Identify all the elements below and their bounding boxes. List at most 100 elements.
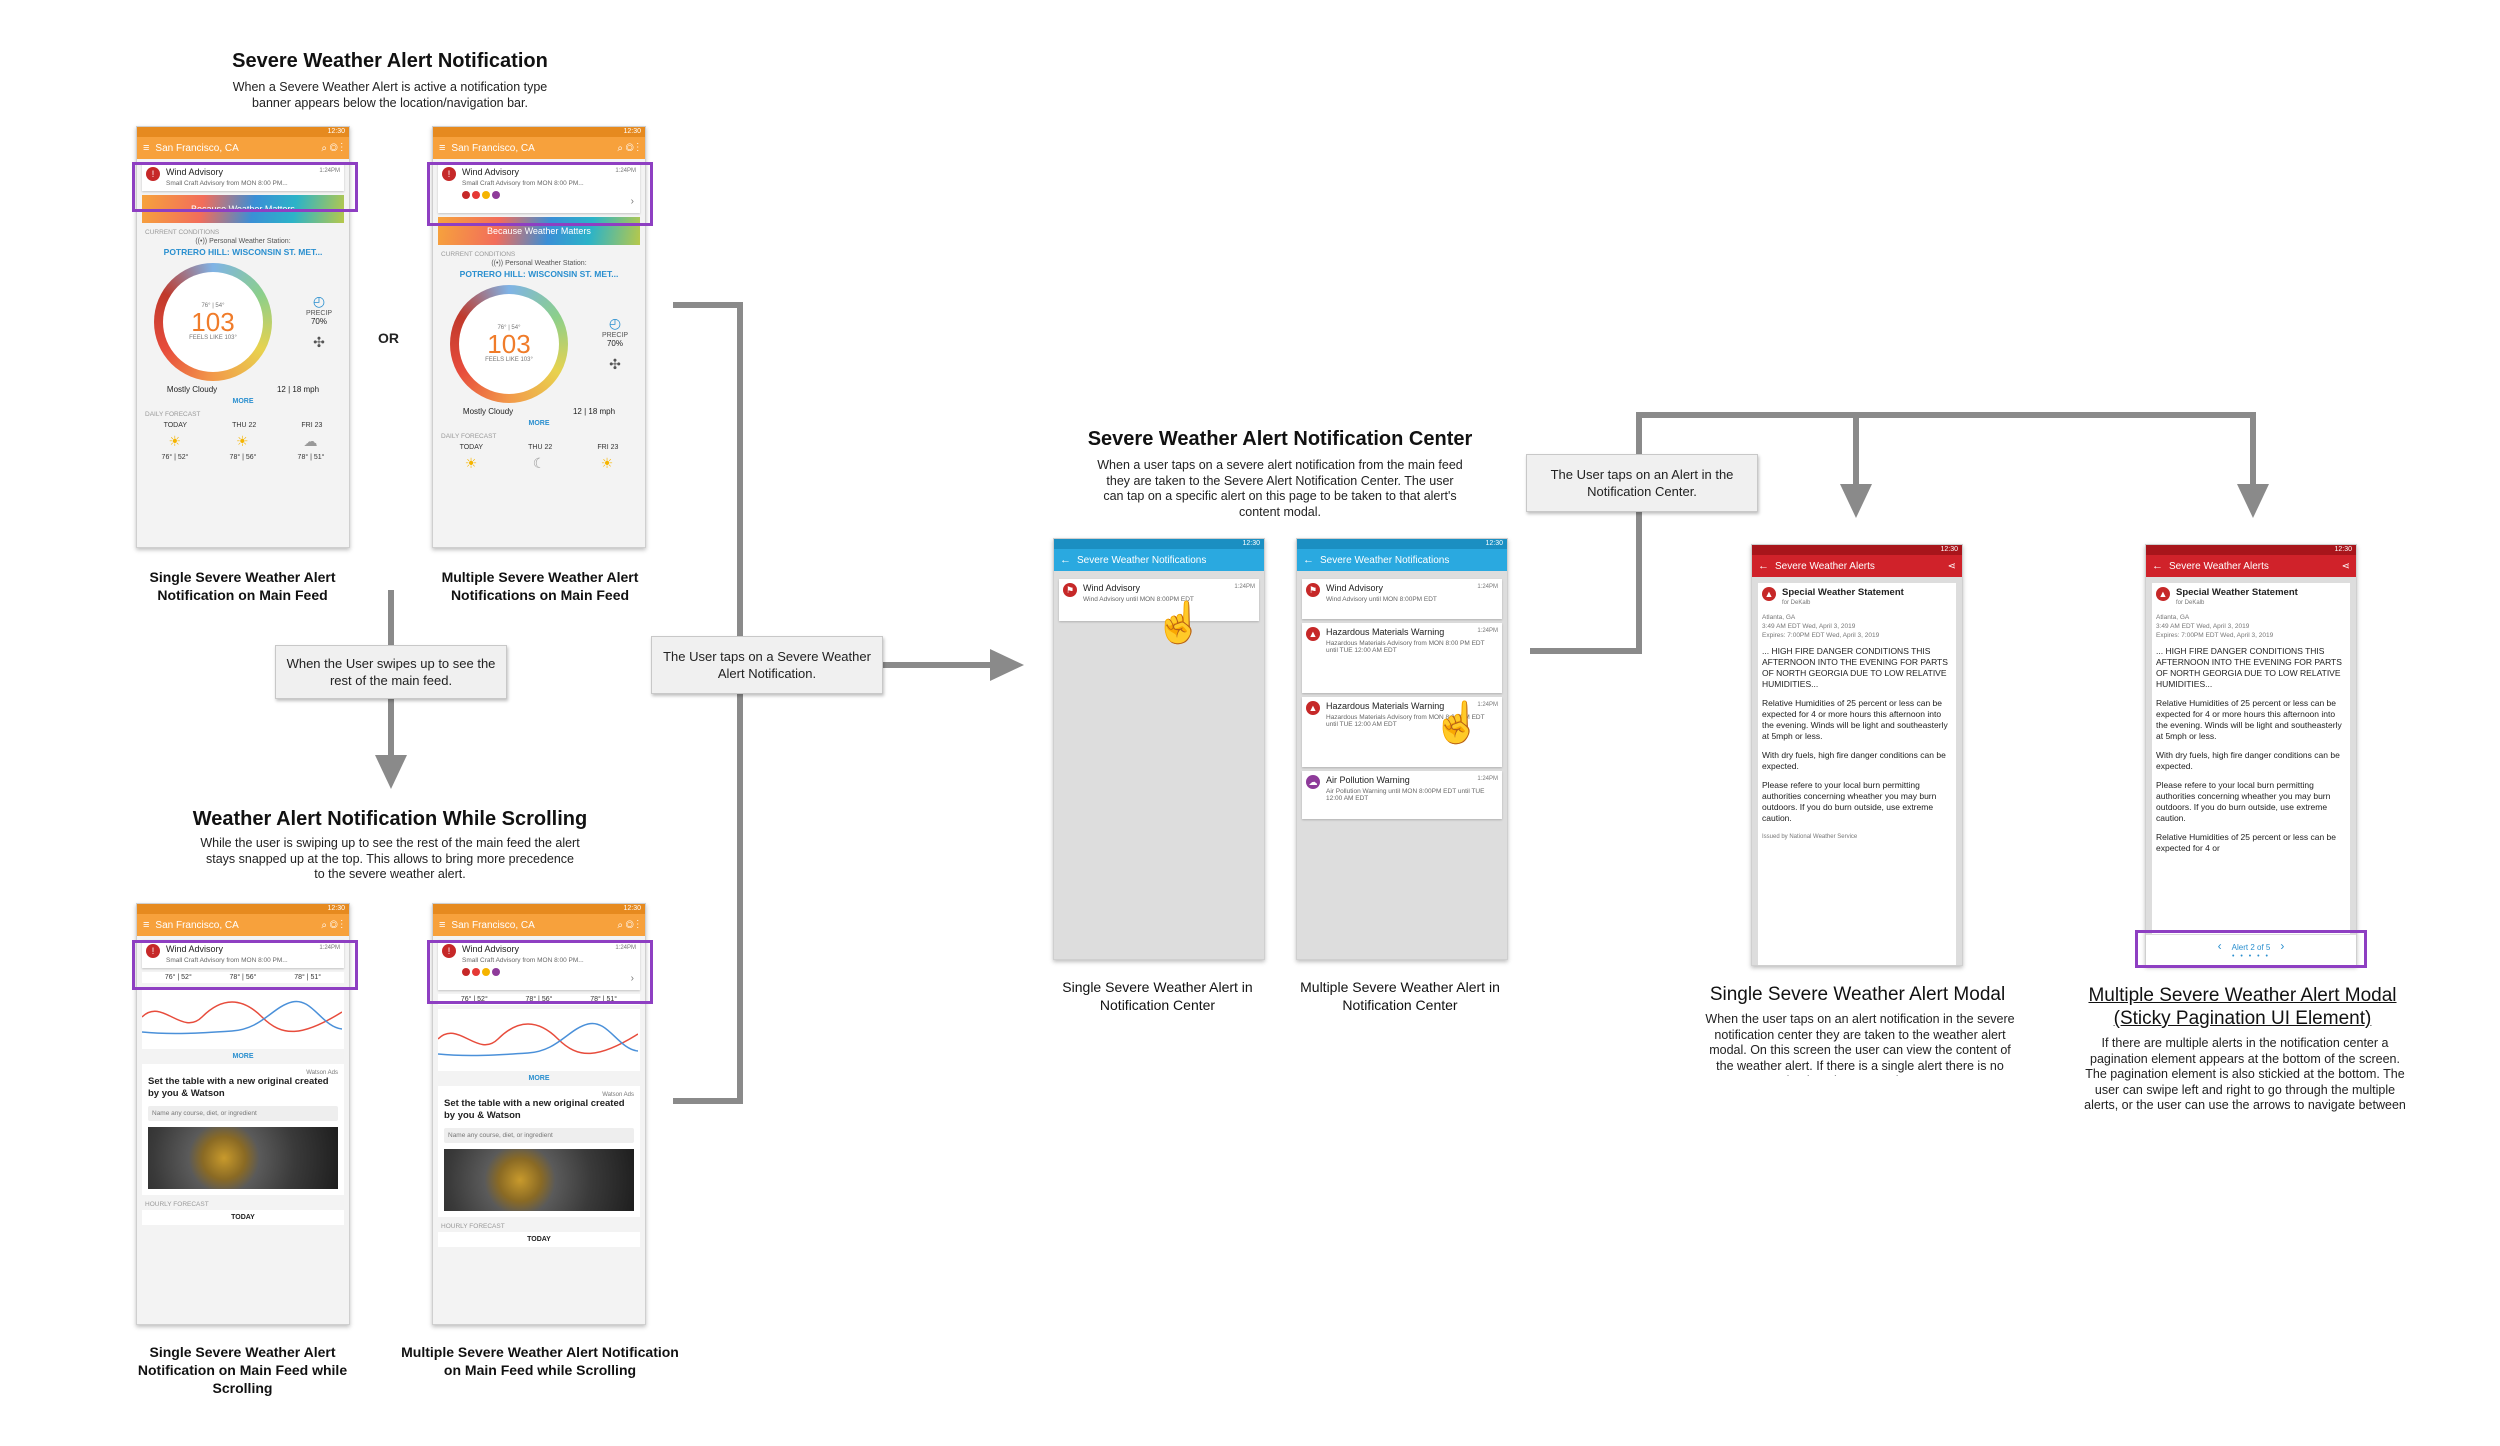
winds-value: 12 | 18 mph [276,385,320,394]
location-bar[interactable]: ≡ San Francisco, CA ⌕ ◎ ⋮ [433,914,645,936]
flow-line-out [1530,648,1642,654]
bracket-top [673,302,743,308]
brand-banner: Because Weather Matters [438,217,640,245]
section-label: DAILY FORECAST [145,411,201,418]
center-header: ←Severe Weather Notifications [1297,549,1507,571]
scrolling-desc: While the user is swiping up to see the … [200,836,580,881]
modal-paragraph: Relative Humidities of 25 percent or les… [2156,698,2342,741]
back-arrow-icon[interactable]: ← [2152,560,2163,572]
alert-highlight [132,162,358,212]
back-arrow-icon[interactable]: ← [1758,560,1769,572]
alert-type-dots [462,968,636,976]
station-label: ((•)) Personal Weather Station: [195,238,291,245]
modal-issued-by: Issued by National Weather Service [1762,834,1858,840]
flow-arrow-modal-single [1840,484,1872,518]
day-label: THU 22 [232,422,257,429]
center-item-title: Wind Advisory [1083,583,1141,593]
alert-time: 1:24PM [615,168,636,174]
chart-temp: 76° | 52° [164,974,192,981]
chevron-right-icon[interactable]: › [630,196,634,207]
precip-value: 70% [606,339,623,348]
chevron-right-icon[interactable]: › [2280,939,2285,953]
air-pollution-icon: ☁ [1306,775,1320,789]
more-link[interactable]: MORE [232,1053,254,1060]
pagination-bar: ‹Alert 2 of 5› • • • • • [2146,934,2356,965]
flow-arrow-right [990,649,1024,681]
modal-single-title: Single Severe Weather Alert Modal [1709,984,2006,1005]
station-name[interactable]: POTRERO HILL: WISCONSIN ST. MET... [459,269,619,279]
pagination-label: Alert 2 of 5 [2231,943,2271,952]
center-item-sub: Wind Advisory until MON 8:00PM EDT [1083,596,1194,603]
center-item-sub: Hazardous Materials Advisory from MON 8:… [1326,714,1485,728]
modal-multiple-desc: If there are multiple alerts in the noti… [2084,1036,2406,1112]
alert-icon: ▲ [2156,587,2170,601]
more-link[interactable]: MORE [232,398,254,405]
share-icon[interactable]: ⋖ [1947,560,1956,572]
search-icon[interactable]: ⌕ ◎ ⋮ [321,142,343,154]
phone-single-scrolling: 12:30 ≡San Francisco, CA⌕ ◎ ⋮ !Wind Advi… [136,903,350,1325]
callout-swipe: When the User swipes up to see the rest … [275,645,507,699]
menu-icon[interactable]: ≡ [439,142,446,154]
hilo-label: 76° | 54° [201,303,225,309]
ad-input[interactable]: Name any course, diet, or ingredient [444,1128,634,1143]
menu-icon[interactable]: ≡ [143,142,150,154]
day-temp: 78° | 56° [229,454,257,461]
sun-icon: ☀ [235,433,249,449]
search-icon[interactable]: ⌕ ◎ ⋮ [321,919,343,931]
alert-subtitle: Small Craft Advisory from MON 8:00 PM... [166,957,288,964]
chevron-left-icon[interactable]: ‹ [2217,939,2222,953]
modal-header-label: Severe Weather Alerts [1775,560,1875,572]
section-label: CURRENT CONDITIONS [145,229,220,236]
status-bar: 12:30 [433,127,645,137]
chevron-right-icon[interactable]: › [630,973,634,984]
alert-type-dots [462,191,636,199]
location-bar[interactable]: ≡San Francisco, CA⌕ ◎ ⋮ [137,914,349,936]
location-label: San Francisco, CA [451,919,535,931]
modal-header-label: Severe Weather Alerts [2169,560,2269,572]
location-bar[interactable]: ≡San Francisco, CA⌕ ◎ ⋮ [433,137,645,159]
ad-card[interactable]: Watson Ads Set the table with a new orig… [142,1064,344,1195]
center-item-sub: Wind Advisory until MON 8:00PM EDT [1326,596,1437,603]
alert-title: Wind Advisory [462,944,520,954]
cloud-icon: ☁ [303,433,318,449]
ad-input[interactable]: Name any course, diet, or ingredient [148,1106,338,1121]
day-label: FRI 23 [301,422,323,429]
ad-card[interactable]: Watson Ads Set the table with a new orig… [438,1086,640,1217]
ad-image [148,1127,338,1189]
center-item-title: Hazardous Materials Warning [1326,701,1445,711]
search-icon[interactable]: ⌕ ◎ ⋮ [617,142,639,154]
share-icon[interactable]: ⋖ [2341,560,2350,572]
menu-icon[interactable]: ≡ [143,919,150,931]
center-item-time: 1:24PM [1477,702,1498,708]
location-bar[interactable]: ≡San Francisco, CA⌕ ◎ ⋮ [137,137,349,159]
more-link[interactable]: MORE [528,420,550,427]
back-arrow-icon[interactable]: ← [1303,554,1314,566]
modal-title: Special Weather Statement [2176,587,2298,598]
hourly-today: TODAY [438,1232,640,1247]
back-arrow-icon[interactable]: ← [1060,554,1071,566]
modal-expires: Expires: 7:00PM EDT Wed, April 3, 2019 [1762,632,1880,639]
menu-icon[interactable]: ≡ [439,919,446,931]
center-item-time: 1:24PM [1234,584,1255,590]
status-bar: 12:30 [1752,545,1962,555]
chart-temp: 78° | 51° [294,974,322,981]
modal-multiple-title: Multiple Severe Weather Alert Modal (Sti… [2088,985,2397,1029]
precip-icon: ◴ [608,315,622,331]
search-icon[interactable]: ⌕ ◎ ⋮ [617,919,639,931]
ad-brand: Watson Ads [602,1092,634,1098]
more-link[interactable]: MORE [528,1075,550,1082]
station-name[interactable]: POTRERO HILL: WISCONSIN ST. MET... [163,247,323,257]
modal-paragraph: Relative Humidities of 25 percent or les… [1762,698,1948,741]
